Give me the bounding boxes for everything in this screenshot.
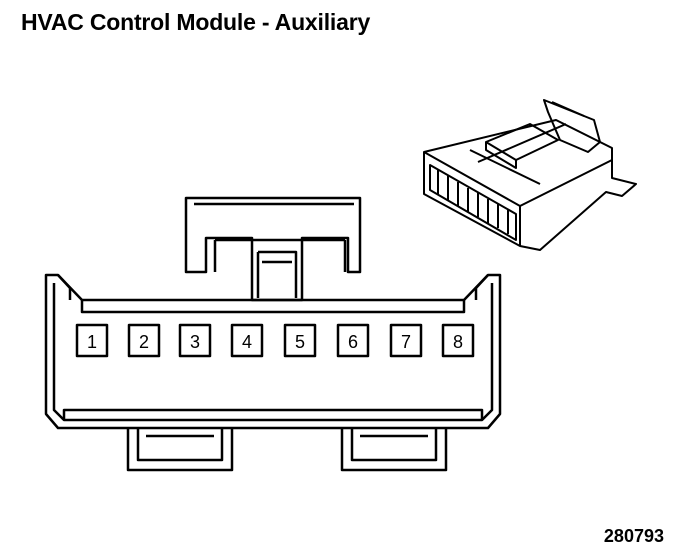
diagram-title: HVAC Control Module - Auxiliary [21,9,371,35]
pin-labels: 1 2 3 4 5 6 7 8 [87,332,463,352]
pin-cavity-3 [178,323,212,358]
pin-label-3: 3 [190,332,200,352]
pin-label-1: 1 [87,332,97,352]
pin-cavity-2 [127,323,161,358]
pin-cavity-7 [389,323,423,358]
pin-label-2: 2 [139,332,149,352]
pin-label-8: 8 [453,332,463,352]
pin-cavities [75,323,475,358]
pin-label-4: 4 [242,332,252,352]
figure-number: 280793 [603,526,664,546]
connector-isometric-view [423,99,637,251]
pin-cavity-5 [283,323,317,358]
pin-label-7: 7 [401,332,411,352]
pin-cavity-1 [75,323,109,358]
pin-cavity-4 [230,323,264,358]
pin-label-6: 6 [348,332,358,352]
pin-cavity-6 [336,323,370,358]
pin-cavity-8 [441,323,475,358]
connector-front-view [44,196,502,472]
pin-label-5: 5 [295,332,305,352]
